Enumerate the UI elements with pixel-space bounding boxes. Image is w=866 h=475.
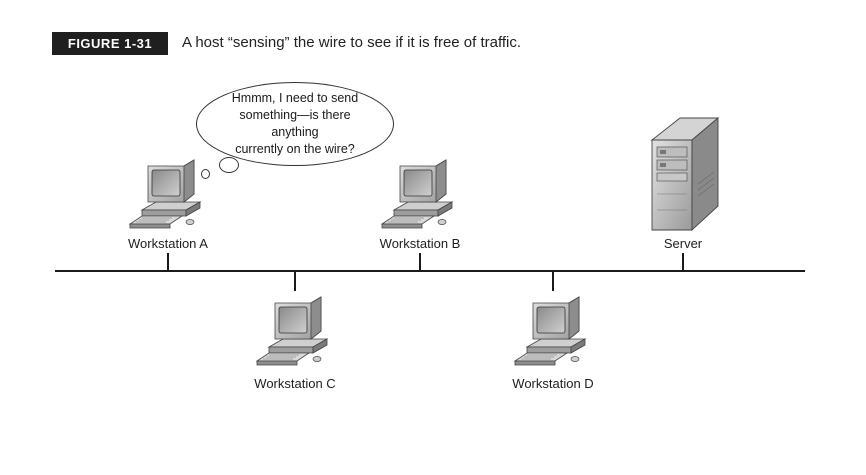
workstation-d: [513, 295, 593, 375]
workstation-c-label: Workstation C: [254, 376, 336, 391]
thought-line-2: something—is there anything: [239, 108, 351, 139]
thought-bubble-text: Hmmm, I need to send something—is there …: [215, 90, 375, 158]
server-label: Server: [663, 236, 703, 251]
thought-dot-large: [219, 157, 239, 173]
workstation-a: [128, 158, 208, 238]
workstation-b: [380, 158, 460, 238]
server: [648, 114, 720, 239]
computer-icon: [380, 158, 460, 233]
thought-bubble: Hmmm, I need to send something—is there …: [196, 82, 394, 166]
thought-line-3: currently on the wire?: [235, 142, 355, 156]
thought-dot-small: [201, 169, 210, 179]
figure-caption: A host “sensing” the wire to see if it i…: [182, 34, 522, 51]
figure-number: FIGURE 1-31: [52, 32, 168, 55]
workstation-d-label: Workstation D: [512, 376, 594, 391]
workstation-b-label: Workstation B: [379, 236, 461, 251]
computer-icon: [255, 295, 335, 370]
workstation-c: [255, 295, 335, 375]
computer-icon: [513, 295, 593, 370]
computer-icon: [128, 158, 208, 233]
workstation-a-label: Workstation A: [128, 236, 208, 251]
thought-line-1: Hmmm, I need to send: [231, 91, 359, 105]
server-tower-icon: [650, 117, 720, 232]
